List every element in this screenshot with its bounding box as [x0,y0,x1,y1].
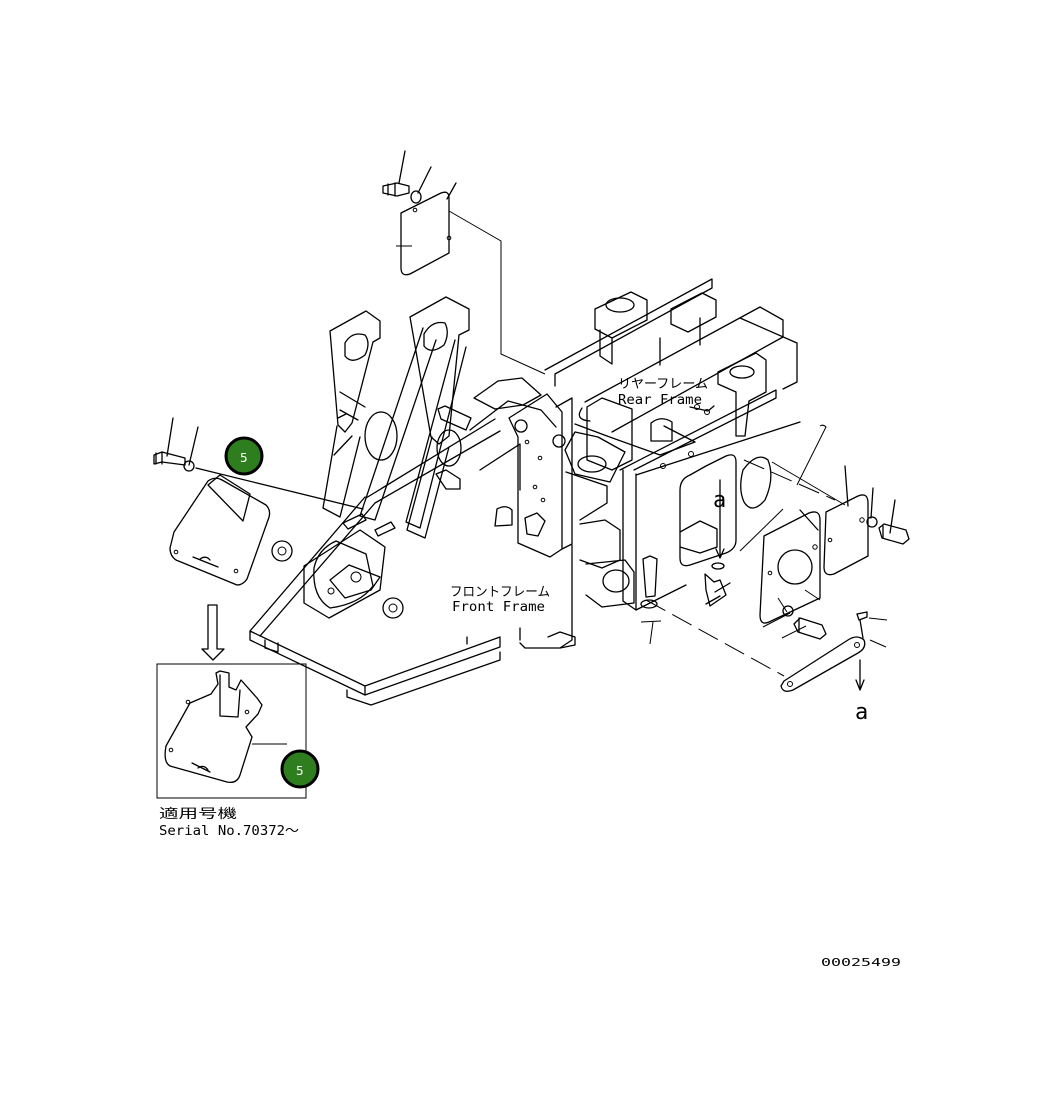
drawing-number: 00025499 [821,956,901,969]
callout-number: 5 [296,764,304,778]
view-a-top-label: a [713,488,726,513]
front-frame-en-label: Front Frame [452,600,545,615]
callout-marker[interactable]: 5 [280,749,320,789]
callout-number: 5 [240,451,248,465]
callout-marker[interactable]: 5 [224,436,264,476]
rear-frame-en-label: Rear Frame [618,393,702,408]
inset-serial-label: Serial No.70372～ [159,824,299,839]
inset-applicable-label: 適用号機 [159,806,237,822]
left-cover-assembly [153,417,364,586]
dashed-leader-upper [743,459,836,501]
dashed-leader-lower [645,599,785,677]
inset-box [156,663,307,799]
front-frame-jp-label: フロントフレーム [450,585,550,600]
rear-frame [544,278,827,611]
front-frame [249,296,635,706]
rear-frame-jp-label: リヤーフレーム [618,377,708,392]
view-a-bottom-label: a [855,700,868,725]
top-cover-assembly [382,150,546,375]
down-arrow [201,604,225,661]
right-cover-assembly [640,461,910,692]
